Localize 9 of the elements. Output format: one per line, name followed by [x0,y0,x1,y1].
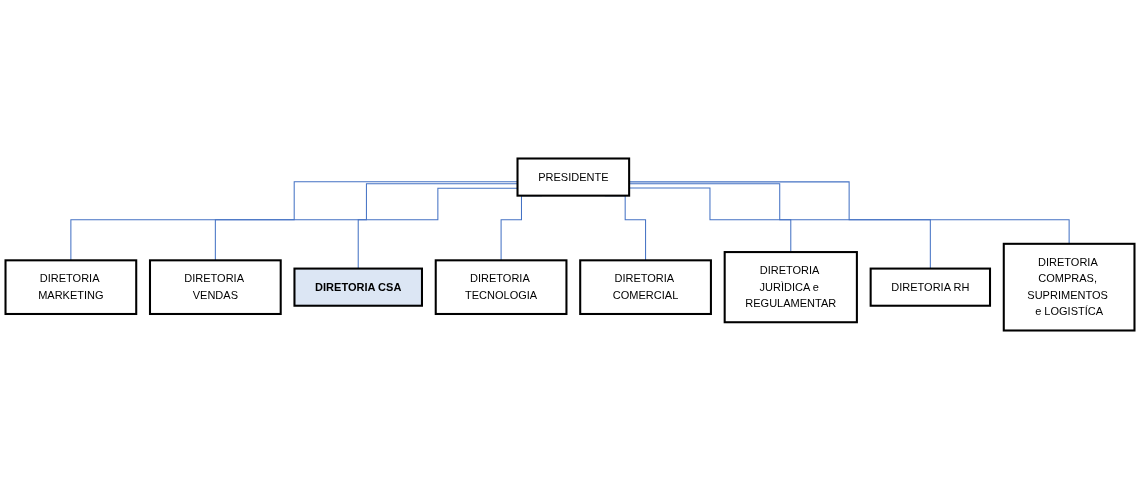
node-box: DIRETORIA COMERCIAL [579,258,712,315]
node-box: DIRETORIA JURÌDICA e REGULAMENTAR [723,250,858,323]
node-box: DIRETORIA RH [869,267,992,307]
node-box: DIRETORIA TECNOLOGIA [434,258,568,315]
node-box: DIRETORIA MARKETING [4,258,138,315]
node-box: PRESIDENTE [516,156,631,197]
node-box: DIRETORIA VENDAS [148,258,282,315]
node-box: DIRETORIA COMPRAS, SUPRIMENTOS e LOGISTÍCA [1002,242,1136,332]
node-box: DIRETORIA CSA [293,267,423,307]
